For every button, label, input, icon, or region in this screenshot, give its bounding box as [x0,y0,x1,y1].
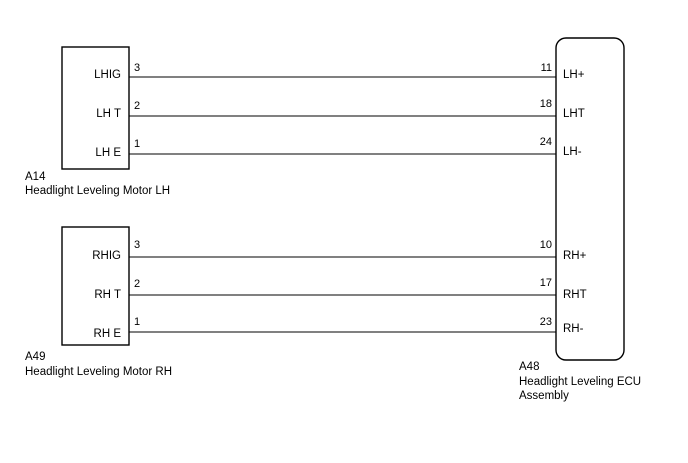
ecu-terminal-label: RHT [563,289,587,301]
ecu-pin-number: 18 [540,98,552,110]
rh-motor-box [61,226,130,346]
rh-motor-pin-number: 2 [134,278,140,290]
rh-motor-name: Headlight Leveling Motor RH [25,366,172,378]
lh-motor-pin-number: 1 [134,138,140,150]
ecu-terminal-label: RH- [563,323,584,335]
ecu-code: A48 [519,361,539,373]
ecu-pin-number: 17 [540,277,552,289]
ecu-name-line2: Assembly [519,390,569,402]
lh-motor-terminal-label: LHIG [94,69,121,81]
ecu-pin-number: 10 [540,239,552,251]
rh-motor-pin-number: 1 [134,316,140,328]
lh-motor-box [61,46,130,170]
ecu-box [555,37,625,361]
ecu-terminal-label: LH+ [563,69,585,81]
lh-motor-pin-number: 3 [134,62,140,74]
rh-motor-terminal-label: RHIG [92,250,121,262]
ecu-name-line1: Headlight Leveling ECU [519,376,641,388]
ecu-pin-number: 23 [540,316,552,328]
rh-motor-terminal-label: RH T [94,289,121,301]
rh-motor-code: A49 [25,351,45,363]
rh-motor-terminal-label: RH E [94,328,122,340]
ecu-terminal-label: RH+ [563,250,587,262]
ecu-component: LH+ LHT LH- RH+ RHT RH- 11 18 24 10 17 2… [519,37,641,402]
rh-motor-pin-number: 3 [134,239,140,251]
lh-motor-name: Headlight Leveling Motor LH [25,185,170,197]
lh-motor-terminal-label: LH E [95,147,121,159]
ecu-terminal-label: LH- [563,146,582,158]
lh-motor-terminal-label: LH T [96,108,121,120]
ecu-pin-number: 11 [541,62,552,74]
wires [129,76,556,333]
lh-motor-code: A14 [25,171,46,183]
ecu-pin-number: 24 [540,136,552,148]
ecu-terminal-label: LHT [563,108,585,120]
lh-motor-component: LHIG LH T LH E 3 2 1 A14 Headlight Level… [25,46,170,197]
rh-motor-component: RHIG RH T RH E 3 2 1 A49 Headlight Level… [25,226,172,378]
lh-motor-pin-number: 2 [134,100,140,112]
